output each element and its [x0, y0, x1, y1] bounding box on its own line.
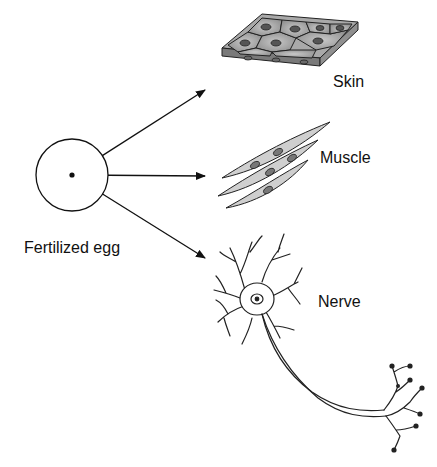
skin-node: Skin — [205, 10, 375, 95]
muscle-node: Muscle — [205, 118, 365, 218]
muscle-illustration — [218, 122, 330, 208]
nerve-node: Nerve — [205, 228, 430, 456]
arrow-connector — [102, 90, 205, 156]
node-label: Skin — [333, 72, 364, 92]
skin-illustration — [222, 14, 358, 66]
node-label: Nerve — [318, 292, 361, 312]
arrow-connector — [108, 175, 205, 177]
node-label: Fertilized egg — [24, 238, 120, 258]
egg-circle — [36, 139, 108, 211]
nerve-illustration — [214, 234, 425, 453]
node-label: Muscle — [320, 148, 371, 168]
egg-node: Fertilized egg — [36, 139, 108, 211]
